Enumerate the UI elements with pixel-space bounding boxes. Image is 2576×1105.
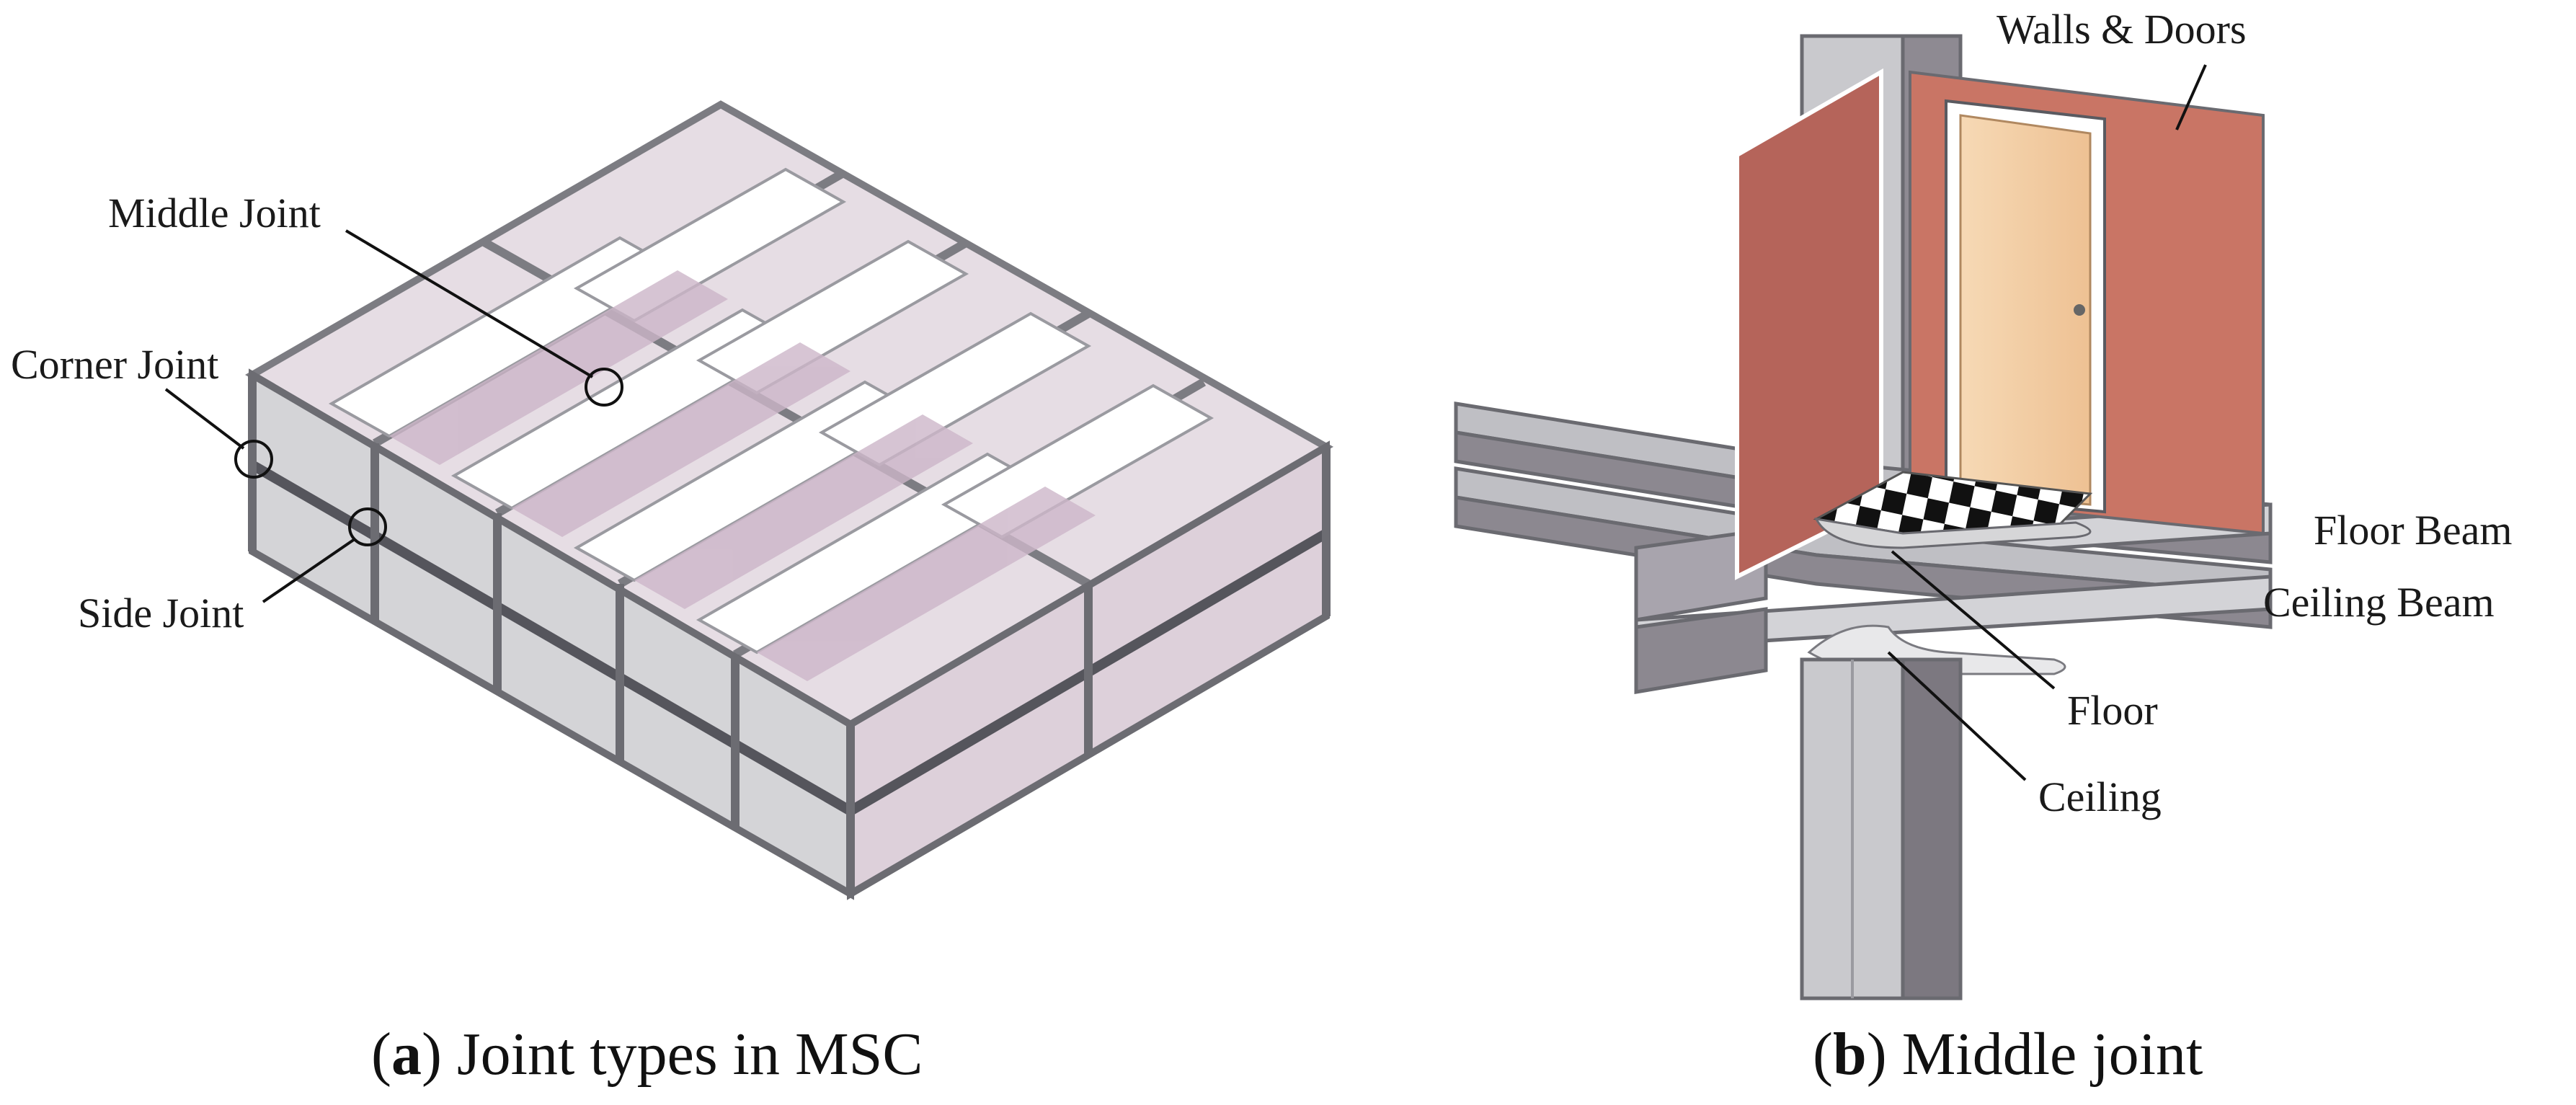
lower-column [1800, 657, 1963, 1000]
walls-doors-label: Walls & Doors [1997, 6, 2247, 53]
columns-left [248, 375, 855, 894]
middle-joint-label: Middle Joint [108, 190, 321, 236]
floor-leader [1891, 550, 2056, 690]
corner-joint-label: Corner Joint [11, 341, 218, 388]
corner-joint-marker [234, 440, 273, 479]
door-leaf [1959, 114, 2092, 506]
side-joint-leader [262, 538, 356, 603]
caption-b-text: Middle joint [1902, 1021, 2203, 1088]
caption-a: (a) Joint types in MSC [371, 1021, 923, 1088]
floor-beam-label: Floor Beam [2314, 507, 2512, 554]
caption-b-letter: b [1833, 1021, 1867, 1088]
panel-b-illustration: Walls & Doors Floor Beam Ceiling Beam Fl… [1454, 6, 2512, 1000]
front-beams [1634, 528, 1768, 694]
caption-a-letter: a [391, 1021, 422, 1088]
floor-label: Floor [2067, 687, 2158, 734]
side-joint-label: Side Joint [78, 590, 244, 636]
corner-joint-leader [164, 388, 245, 450]
floor-slab-edge [1814, 518, 2092, 549]
middle-joint-marker [585, 368, 623, 407]
caption-b: (b) Middle joint [1813, 1021, 2203, 1088]
middle-joint-leader [345, 229, 594, 378]
door-handle [2074, 304, 2085, 316]
ceiling-beam-label: Ceiling Beam [2263, 579, 2495, 626]
ceiling-leader [1887, 651, 2027, 781]
side-joint-marker [348, 507, 387, 546]
walls-doors-leader [2175, 64, 2207, 130]
caption-a-text: Joint types in MSC [457, 1021, 923, 1088]
ceiling-label: Ceiling [2038, 773, 2162, 820]
panel-a-illustration: Middle Joint Corner Joint Side Joint [11, 100, 1334, 900]
top-pink-panels [389, 270, 1096, 681]
columns-right [1084, 447, 1331, 757]
